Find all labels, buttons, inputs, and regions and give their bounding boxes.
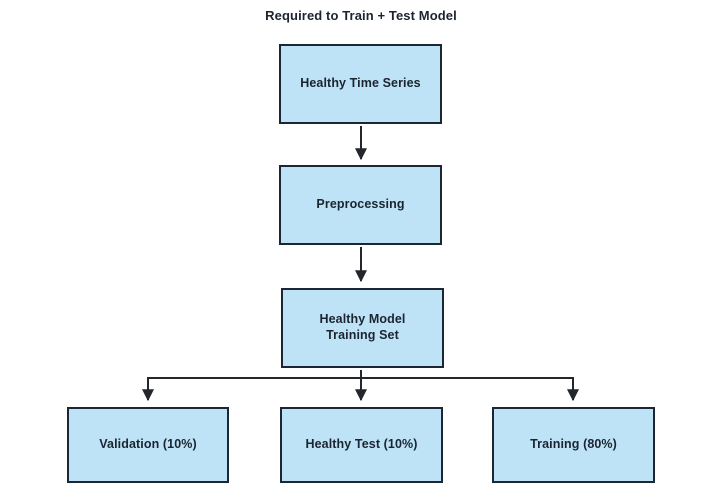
node-healthy-time-series: Healthy Time Series xyxy=(279,44,442,124)
node-label: Preprocessing xyxy=(316,197,405,212)
node-preprocessing: Preprocessing xyxy=(279,165,442,245)
node-label: Healthy Test (10%) xyxy=(305,437,418,452)
node-label: Healthy Time Series xyxy=(300,76,421,91)
node-label: Validation (10%) xyxy=(99,437,197,452)
node-label: Training (80%) xyxy=(530,437,617,452)
node-healthy-test-10: Healthy Test (10%) xyxy=(280,407,443,483)
diagram-title: Required to Train + Test Model xyxy=(265,8,457,23)
node-healthy-model-training-set: Healthy Model Training Set xyxy=(281,288,444,368)
node-validation-10: Validation (10%) xyxy=(67,407,229,483)
node-label: Healthy Model Training Set xyxy=(319,312,406,342)
edge-lines xyxy=(142,126,579,402)
node-training-80: Training (80%) xyxy=(492,407,655,483)
